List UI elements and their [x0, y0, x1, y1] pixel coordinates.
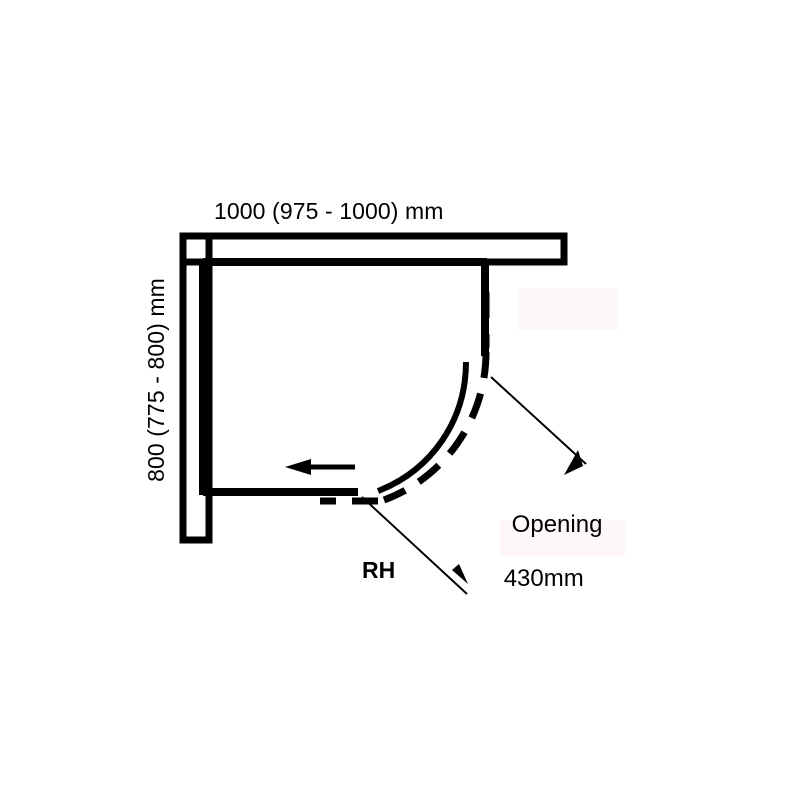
- opening-dim-leader-upper: [490, 376, 587, 465]
- side-wall-outline: [179, 236, 213, 544]
- opening-dim-arrowhead-lower: [452, 564, 468, 584]
- width-dimension-label: 1000 (975 - 1000) mm: [214, 198, 444, 224]
- opening-dim-leader-lower: [361, 496, 468, 595]
- opening-dim-arrowhead-upper: [564, 450, 583, 475]
- slide-direction-arrow: [285, 459, 355, 475]
- door-arc-dashed-curve: [382, 351, 490, 504]
- watermark-block-lower: [500, 520, 625, 556]
- depth-dimension-label: 800 (775 - 800) mm: [143, 278, 170, 482]
- watermark-block-upper: [518, 288, 618, 330]
- door-arc-solid: [376, 361, 469, 494]
- opening-label-line-2: 430mm: [503, 564, 584, 592]
- opening-label-line-1: Opening: [511, 510, 603, 538]
- handing-label: RH: [362, 557, 396, 583]
- opening-dimension-label: Opening 430mm: [485, 485, 603, 646]
- opening-dimension-arrow: [361, 376, 587, 595]
